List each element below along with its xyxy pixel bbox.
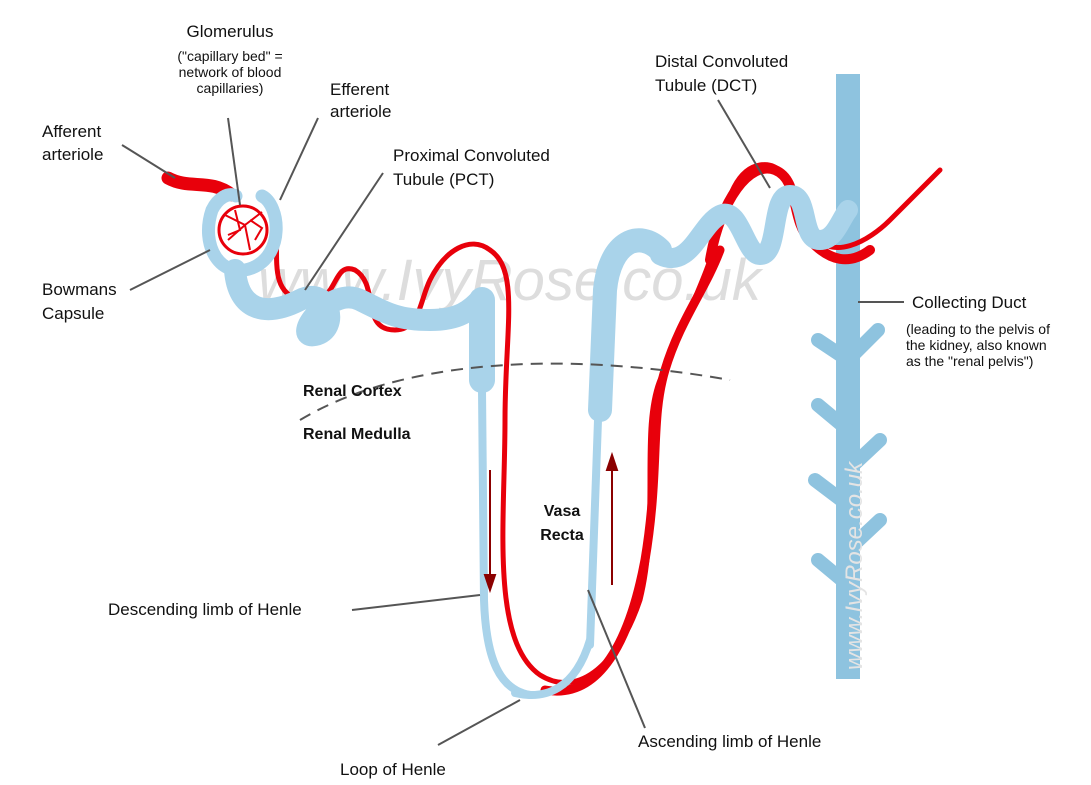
bowmans-label-2: Capsule	[42, 304, 105, 323]
flow-arrows	[483, 451, 619, 594]
collecting-note-line-2: the kidney, also known	[906, 337, 1047, 353]
collecting-note-line-3: as the "renal pelvis")	[906, 353, 1034, 369]
collecting-duct-branches	[808, 323, 887, 592]
pct-label-1: Proximal Convoluted	[393, 146, 550, 165]
watermark-vertical: www.IvyRose.co.uk	[841, 460, 868, 670]
down-arrow-head	[483, 574, 497, 594]
leader-glomerulus	[227, 117, 241, 206]
glomerulus-note-line-3: capillaries)	[196, 80, 264, 96]
leader-ascending	[587, 589, 646, 729]
descending-limb-label: Descending limb of Henle	[108, 600, 302, 619]
dct-label-2: Tubule (DCT)	[655, 76, 758, 95]
glomerulus-title: Glomerulus	[186, 22, 274, 41]
proximal-convoluted-tubule	[224, 259, 491, 347]
leader-bowmans	[129, 249, 211, 291]
leader-pct	[304, 172, 384, 291]
loop-of-henle-label: Loop of Henle	[340, 760, 446, 779]
tubule	[202, 185, 858, 699]
afferent-label-2: arteriole	[42, 145, 104, 164]
leader-dct	[717, 99, 771, 189]
glomerulus-note-line-1: ("capillary bed" =	[177, 48, 283, 64]
leader-efferent	[279, 117, 319, 201]
up-arrow-head	[605, 451, 619, 471]
distal-convoluted-tubule	[650, 185, 858, 268]
collecting-note-line-1: (leading to the pelvis of	[906, 321, 1050, 337]
glomerulus-capillaries	[224, 209, 264, 251]
cortex-medulla-boundary	[299, 362, 731, 421]
vasa-recta-label-2: Recta	[540, 527, 584, 544]
leader-lines	[121, 99, 904, 746]
efferent-label-1: Efferent	[330, 80, 390, 99]
dct-label-1: Distal Convoluted	[655, 52, 789, 71]
vasa-recta-label-1: Vasa	[543, 503, 581, 520]
efferent-label-2: arteriole	[330, 102, 392, 121]
collecting-duct-label: Collecting Duct	[912, 293, 1027, 312]
ascending-limb-label: Ascending limb of Henle	[638, 732, 822, 751]
vasa-recta-right	[540, 245, 725, 696]
loop-bottom	[511, 636, 594, 699]
glomerulus-note-line-2: network of blood	[178, 64, 282, 80]
leader-afferent	[121, 144, 176, 179]
bowmans-capsule	[202, 188, 283, 277]
afferent-label-1: Afferent	[42, 122, 102, 141]
ascending-limb	[586, 416, 602, 649]
glomerulus	[217, 204, 269, 256]
pct-label-2: Tubule (PCT)	[393, 170, 495, 189]
leader-loop	[437, 699, 521, 746]
renal-medulla-label: Renal Medulla	[303, 426, 411, 443]
leader-descending	[351, 594, 481, 611]
renal-cortex-label: Renal Cortex	[303, 383, 402, 400]
collecting-duct	[808, 74, 887, 679]
bowmans-label-1: Bowmans	[42, 280, 117, 299]
ascending-thick	[588, 228, 672, 422]
